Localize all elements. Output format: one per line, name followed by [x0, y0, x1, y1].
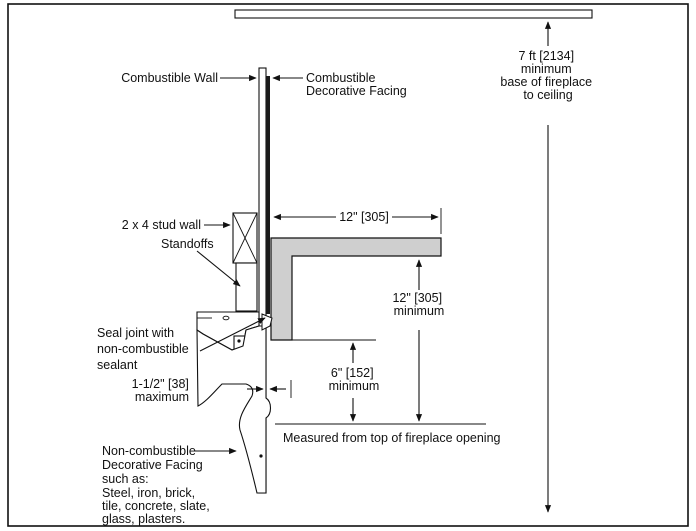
combustible-wall-label: Combustible Wall [121, 71, 218, 85]
standoffs-leader [196, 250, 241, 287]
combustible-facing [266, 76, 270, 314]
mantel [270, 237, 442, 341]
measured-from-label: Measured from top of fireplace opening [283, 431, 501, 445]
ceiling-height-label: 7 ft [2134] minimum base of fireplace to… [500, 49, 595, 102]
standoffs-label: Standoffs [161, 237, 214, 251]
standoff-column [235, 262, 258, 312]
seal-joint-leader [199, 317, 266, 352]
seal-joint-label: Seal joint with non-combustible sealant [97, 326, 192, 372]
facing-fastener [259, 454, 263, 458]
noncombustible-facing [196, 325, 272, 494]
combustible-facing-label: Combustible Decorative Facing [306, 71, 407, 98]
mantel-height-label: 12" [305] minimum [392, 291, 445, 318]
mantel-depth-label: 12" [305] [339, 210, 389, 224]
ceiling-plate [234, 9, 593, 19]
projection-label: 6" [152] minimum [329, 366, 380, 393]
stud-wall-label: 2 x 4 stud wall [122, 218, 201, 232]
outer-frame [7, 3, 689, 527]
facing-thickness-label: 1-1/2" [38] maximum [132, 377, 193, 404]
noncombustible-facing-label: Non-combustible Decorative Facing such a… [102, 444, 213, 526]
stud-cross-2 [232, 212, 258, 264]
housing-screw [222, 315, 230, 321]
